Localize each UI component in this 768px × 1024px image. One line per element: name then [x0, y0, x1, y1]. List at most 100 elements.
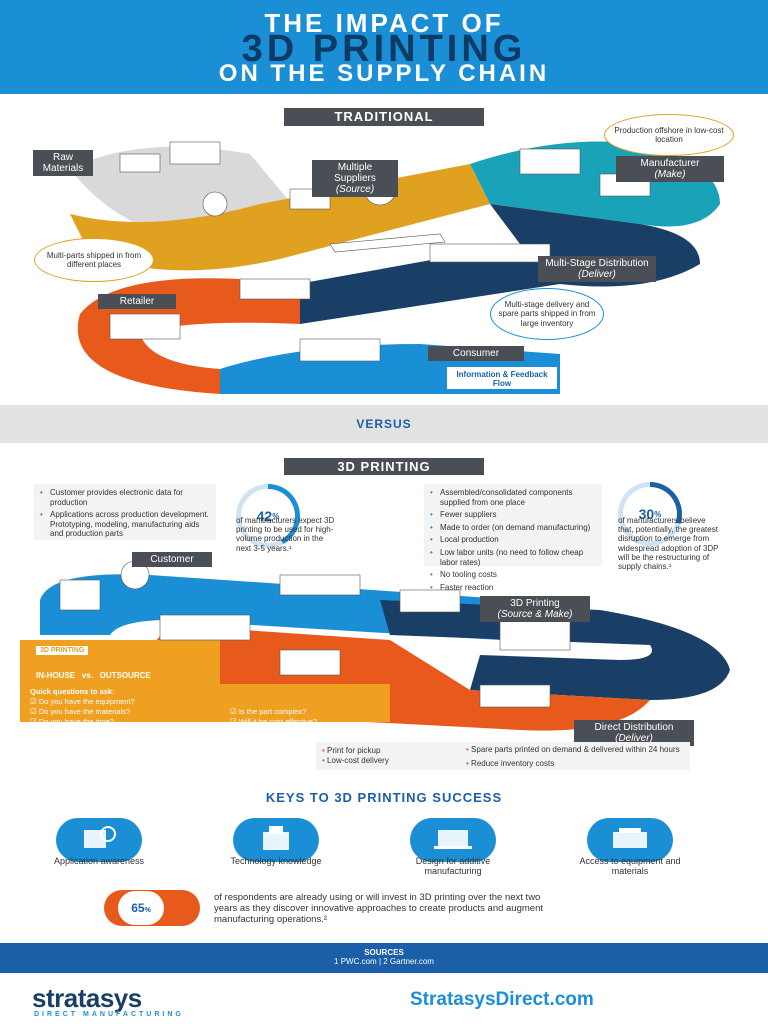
keys-title: KEYS TO 3D PRINTING SUCCESS [265, 790, 503, 805]
stat2-text: of manufacturers believe that, potential… [618, 516, 719, 571]
key-label: Access to equipment and materials [579, 856, 681, 877]
key-label: Application awareness [53, 856, 145, 866]
quick-questions-label: Quick questions to ask: [30, 687, 115, 696]
delivery-points-panel: • Print for pickup • Low-cost delivery •… [316, 742, 690, 770]
inhouse-row: IN-HOUSE vs. OUTSOURCE [36, 671, 220, 680]
stat2-value: 30 [638, 506, 655, 522]
inhouse-text: IN-HOUSE [36, 671, 76, 680]
question-item: ☑ Will it be cost effective? [230, 717, 318, 726]
center-points-panel: Assembled/consolidated components suppli… [424, 484, 602, 592]
questions-box: Quick questions to ask: ☑ Do you have th… [20, 684, 390, 726]
stat1-value: 42 [256, 508, 273, 524]
brand-sub: DIRECT MANUFACTURING [34, 1011, 184, 1018]
outsource-text: OUTSOURCE [99, 671, 151, 680]
suppliers-text: Multiple Suppliers [334, 162, 376, 184]
footer: stratasys DIRECT MANUFACTURING Stratasys… [0, 973, 768, 1024]
stat1-unit: % [272, 511, 280, 521]
multiparts-bubble: Multi-parts shipped in from different pl… [34, 238, 154, 282]
suppliers-sub: (Source) [335, 184, 375, 195]
vs-text: vs. [81, 671, 93, 680]
respondents-value: 65 [131, 901, 145, 915]
center-point: Faster reaction [430, 583, 596, 593]
direct-label: Direct Distribution (Deliver) [574, 720, 694, 746]
title-line-1: THE IMPACT OF [264, 8, 504, 38]
respondents-unit: % [144, 907, 151, 914]
center-point: Assembled/consolidated components suppli… [430, 488, 596, 507]
stat1-text: of manufacturers expect 3D printing to b… [236, 516, 335, 553]
offshore-bubble: Production offshore in low-cost location [604, 114, 734, 156]
question-item: ☑ Do you have the materials? [30, 707, 131, 716]
printing-tag: 3D PRINTING [284, 458, 484, 475]
printing-node-sub: (Source & Make) [497, 609, 573, 620]
direct-sub: (Deliver) [615, 733, 653, 744]
question-text: Is the part complex? [238, 707, 307, 716]
delivery-text: Reduce inventory costs [471, 759, 555, 768]
laptop-icon [434, 830, 472, 849]
stat2-unit: % [654, 509, 662, 519]
sources-line: 1 PWC.com | 2 Gartner.com [334, 957, 434, 966]
consumer-label: Consumer [428, 346, 524, 361]
delivery-point: • Low-cost delivery [322, 756, 389, 765]
suppliers-label: Multiple Suppliers (Source) [312, 160, 398, 197]
stat2-value-wrap: 30% [623, 487, 677, 541]
manufacturer-label: Manufacturer (Make) [616, 156, 724, 182]
delivery-point: • Reduce inventory costs [466, 759, 555, 768]
key-label: Technology knowledge [230, 856, 322, 866]
manufacturer-text: Manufacturer [640, 158, 700, 169]
delivery-point: • Spare parts printed on demand & delive… [466, 745, 680, 754]
info-flow-box: Information & Feedback Flow [446, 366, 558, 390]
question-item: ☑ Do you have the time? [30, 717, 114, 726]
delivery-text: Spare parts printed on demand & delivere… [471, 745, 680, 754]
distribution-label: Multi-Stage Distribution (Deliver) [538, 256, 656, 282]
brand-logo: stratasys [32, 983, 142, 1013]
sources-title: SOURCES [364, 948, 404, 957]
respondents-ring: 65% [118, 891, 164, 925]
key-circle-access [587, 818, 673, 862]
printer-icon [613, 828, 647, 848]
question-text: Do you have the materials? [38, 707, 131, 716]
delivery-text: Low-cost delivery [327, 756, 389, 765]
raw-materials-label: Raw Materials [33, 150, 93, 176]
key-circle-technology [233, 818, 319, 862]
customer-points-panel: Customer provides electronic data for pr… [34, 484, 216, 540]
traditional-tag: TRADITIONAL [284, 108, 484, 126]
manufacturer-sub: (Make) [654, 169, 686, 180]
question-text: Will it be cost effective? [238, 717, 318, 726]
sources-bar: SOURCES 1 PWC.com | 2 Gartner.com [0, 943, 768, 973]
title-line-3: ON THE SUPPLY CHAIN [218, 60, 550, 87]
cube-icon [263, 826, 289, 850]
title-line-2: 3D PRINTING [241, 28, 527, 70]
printing-node-label: 3D Printing (Source & Make) [480, 596, 590, 622]
center-point: Fewer suppliers [430, 510, 596, 520]
delivery-text: Print for pickup [327, 746, 381, 755]
key-label: Design for additive manufacturing [415, 856, 491, 877]
printing-node-text: 3D Printing [510, 598, 560, 609]
question-text: Do you have the equipment? [38, 697, 135, 706]
customer-point: Applications across production developme… [40, 510, 210, 539]
respondents-text: of respondents are already using or will… [214, 892, 543, 925]
versus-bar: VERSUS [0, 405, 768, 443]
question-item: ☑ Do you have the equipment? [30, 697, 135, 706]
inhouse-box: 3D PRINTING IN-HOUSE vs. OUTSOURCE [20, 642, 220, 722]
stat2-ring: 30% [618, 482, 682, 546]
customer-label: Customer [132, 552, 212, 567]
distribution-sub: (Deliver) [578, 269, 616, 280]
question-text: Do you have the time? [38, 717, 114, 726]
site-link[interactable]: StratasysDirect.com [410, 989, 594, 1010]
multistage-bubble: Multi-stage delivery and spare parts shi… [490, 288, 604, 340]
key-circle-design [410, 818, 496, 862]
delivery-point: • Print for pickup [322, 746, 381, 755]
magnifier-icon [84, 826, 116, 848]
center-point: Made to order (on demand manufacturing) [430, 523, 596, 533]
retailer-label: Retailer [98, 294, 176, 309]
customer-point: Customer provides electronic data for pr… [40, 488, 210, 507]
respondents-value-wrap: 65% [131, 901, 151, 915]
direct-text: Direct Distribution [594, 722, 674, 733]
box-tag: 3D PRINTING [36, 646, 89, 655]
stat1-ring: 42% [236, 484, 300, 548]
center-point: Low labor units (no need to follow cheap… [430, 548, 596, 567]
header-banner: THE IMPACT OF 3D PRINTING ON THE SUPPLY … [0, 0, 768, 94]
center-point: Local production [430, 535, 596, 545]
stat1-value-wrap: 42% [241, 489, 295, 543]
distribution-text: Multi-Stage Distribution [545, 258, 649, 269]
